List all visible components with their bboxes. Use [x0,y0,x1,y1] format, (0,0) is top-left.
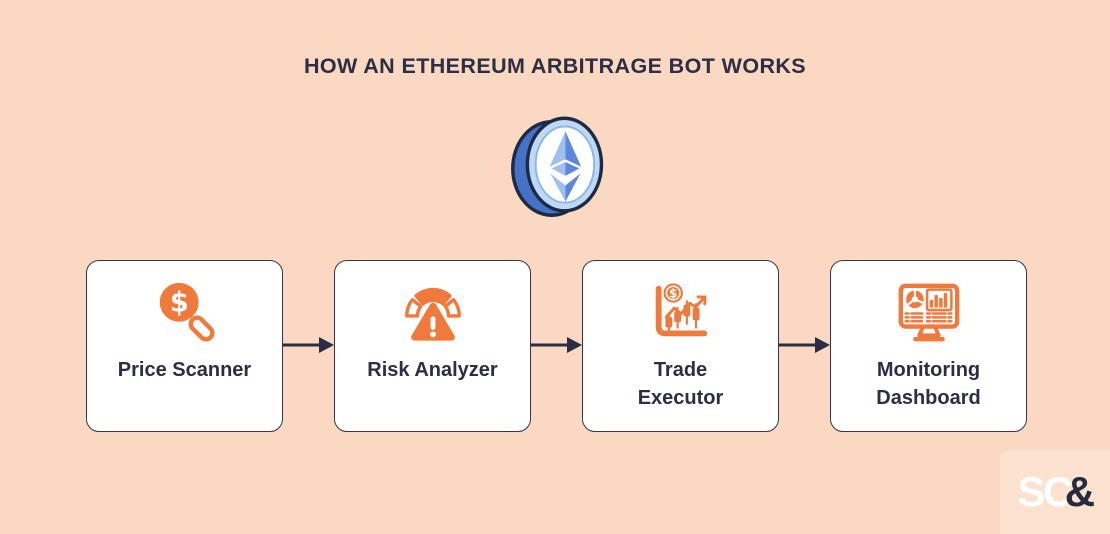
ethereum-coin-icon [503,108,620,225]
dollar-magnifier-icon: $ [159,282,215,342]
brand-logo-panel: SC& [1000,450,1110,534]
step-label: Risk Analyzer [367,359,498,381]
flow-arrow-2 [531,337,582,353]
step-card-risk-analyzer: Risk Analyzer [334,260,531,432]
brand-logo-ampersand: & [1064,468,1095,515]
step-card-monitoring-dashboard: Monitoring Dashboard [830,260,1027,432]
flow-arrow-1 [283,337,334,353]
dashboard-monitor-icon [898,283,959,342]
step-label: Price Scanner [117,359,252,381]
step-label: Monitoring Dashboard [876,359,981,410]
brand-logo: SC& [1017,468,1095,515]
step-card-trade-executor: $ Trade Executor [582,260,779,432]
ethereum-coin-graphic [511,116,604,217]
brand-logo-sc: SC [1017,468,1073,515]
ethereum-diamond [548,131,583,202]
gauge-warning-icon [404,287,461,341]
svg-text:$: $ [169,288,188,319]
step-card-price-scanner: $ Price Scanner [86,260,283,432]
step-label: Trade Executor [637,359,724,410]
flow-arrow-3 [779,337,830,353]
page-title: HOW AN ETHEREUM ARBITRAGE BOT WORKS [303,54,807,78]
candlestick-chart-icon: $ [655,283,707,337]
svg-text:$: $ [668,286,676,300]
